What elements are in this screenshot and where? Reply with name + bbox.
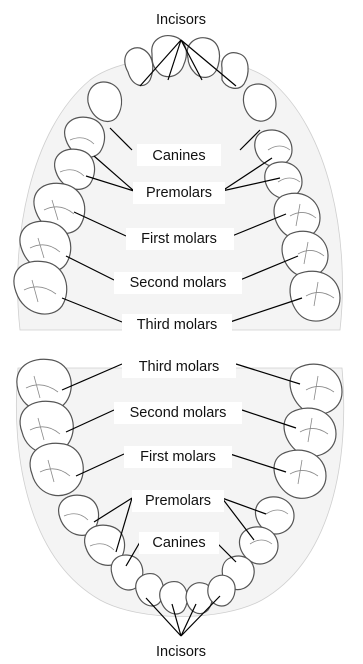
lower-premolars-label: Premolars bbox=[145, 493, 211, 509]
upper-incisor-tooth bbox=[152, 36, 187, 77]
lower-canines-label: Canines bbox=[152, 535, 205, 551]
upper-incisor-tooth bbox=[222, 53, 248, 89]
lower-first-molars-label: First molars bbox=[140, 449, 216, 465]
upper-premolars-label: Premolars bbox=[146, 185, 212, 201]
upper-incisors-label: Incisors bbox=[156, 12, 206, 28]
upper-first-molars-label: First molars bbox=[141, 231, 217, 247]
lower-third-molars-label: Third molars bbox=[139, 359, 220, 375]
upper-second-molars-label: Second molars bbox=[130, 275, 227, 291]
lower-incisor-tooth bbox=[208, 575, 235, 606]
lower-second-molars-label: Second molars bbox=[130, 405, 227, 421]
upper-third-molars-label: Third molars bbox=[137, 317, 218, 333]
lower-arch bbox=[16, 359, 343, 616]
lower-incisors-label: Incisors bbox=[156, 644, 206, 660]
upper-canines-label: Canines bbox=[152, 148, 205, 164]
